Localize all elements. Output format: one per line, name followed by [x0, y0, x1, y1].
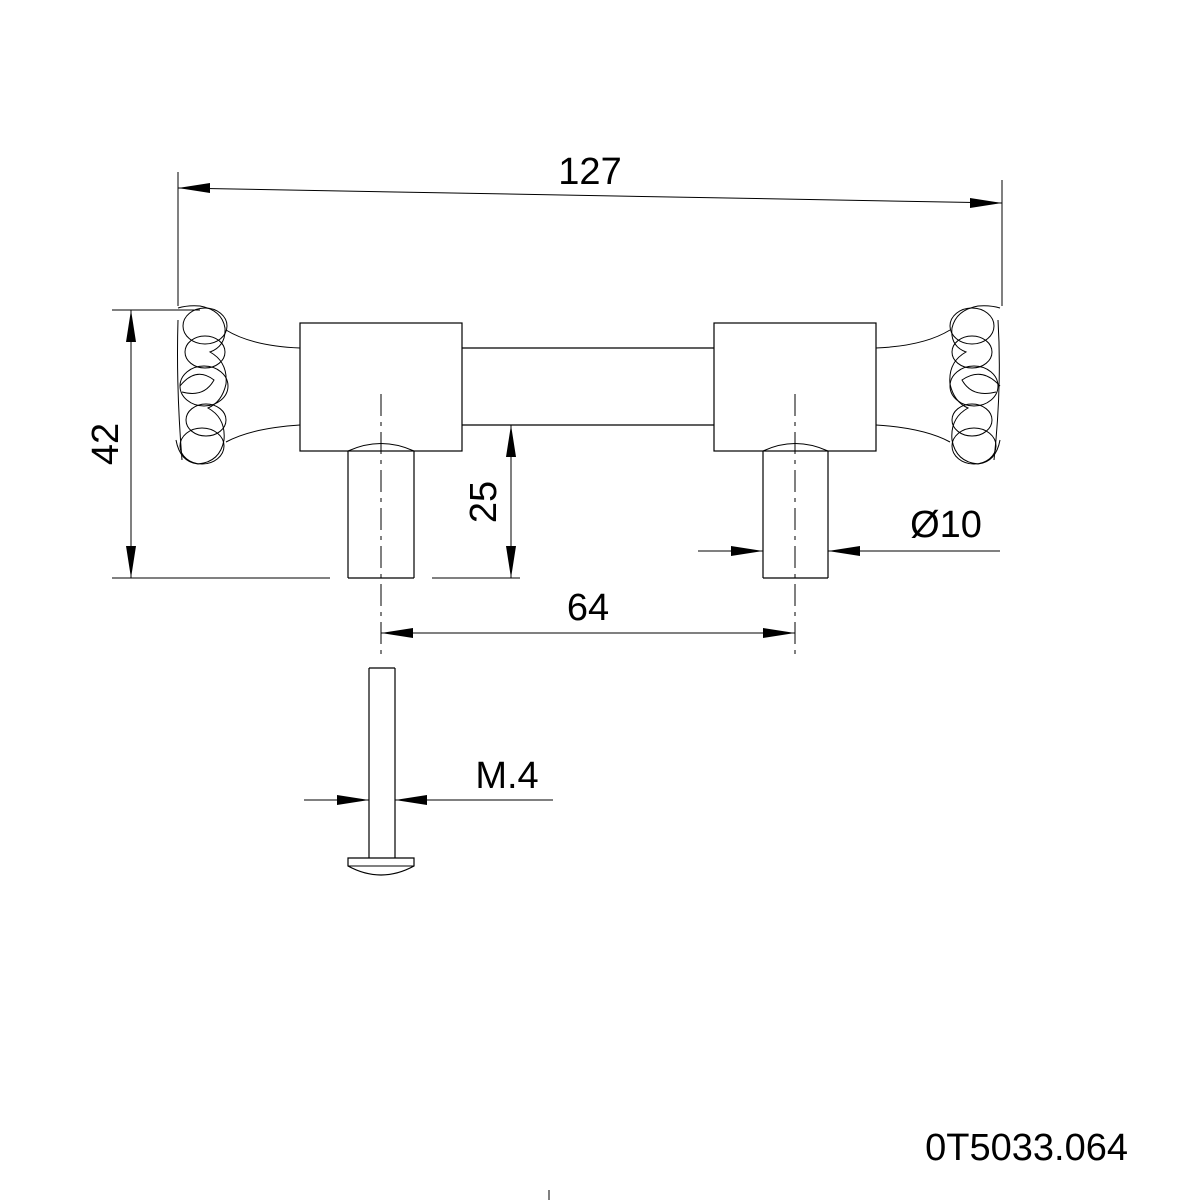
hole-spacing-label: 64 [567, 587, 609, 629]
overall-length-label: 127 [558, 151, 621, 193]
dimension-screw-thread: M.4 [304, 755, 553, 805]
handle-outline [225, 322, 951, 579]
mounting-screw [347, 667, 415, 876]
post-diameter-label: Ø10 [910, 504, 982, 546]
dimension-overall-length: 127 [177, 151, 1003, 306]
left-mount-block [299, 322, 463, 452]
screw-thread-label: M.4 [475, 755, 538, 797]
post-height-label: 25 [463, 481, 505, 523]
dimension-post-height: 25 [463, 424, 520, 578]
right-mount-block [713, 322, 877, 452]
right-end-ornament [949, 305, 1001, 465]
dimension-overall-height: 42 [85, 309, 520, 579]
part-code: 0T5033.064 [925, 1127, 1128, 1169]
overall-height-label: 42 [85, 423, 127, 465]
dimension-hole-spacing: 64 [381, 587, 795, 638]
dimension-post-diameter: Ø10 [698, 504, 1000, 556]
left-end-ornament [175, 305, 229, 465]
